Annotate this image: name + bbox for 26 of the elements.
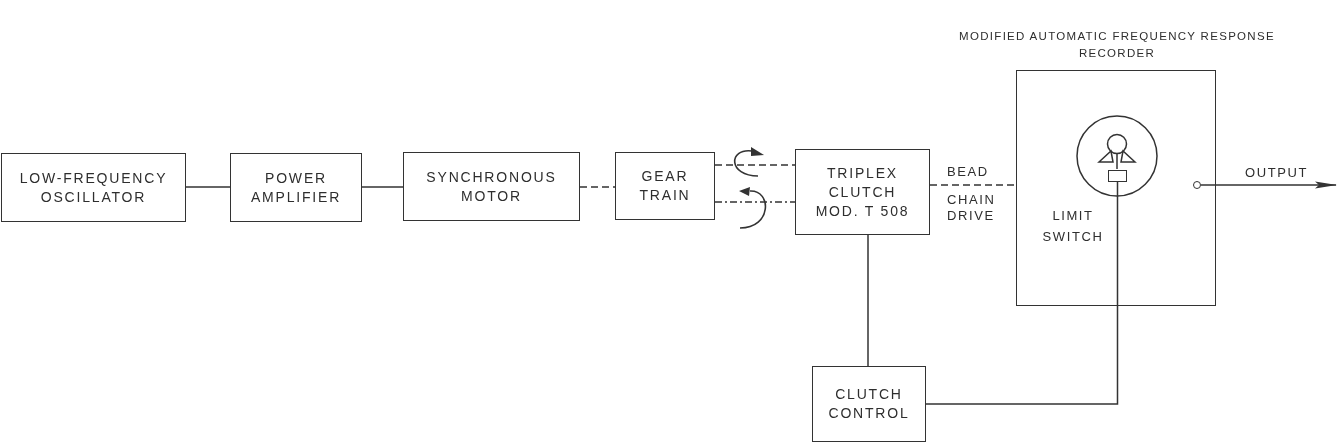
component-label: LIMIT SWITCH: [1041, 207, 1105, 246]
process-box: [230, 153, 362, 222]
box-label: CLUTCH CONTROL: [827, 385, 911, 423]
dashed-connector: [714, 201, 796, 203]
limit-switch: [1108, 170, 1127, 182]
edge-label: BEAD CHAIN DRIVE: [947, 164, 993, 224]
process-box: [1, 153, 186, 222]
connector: [925, 181, 1119, 405]
box-label: SYNCHRONOUS MOTOR: [425, 167, 558, 206]
recorder-title: MODIFIED AUTOMATIC FREQUENCY RESPONSE RECORDER: [958, 29, 1276, 61]
process-box: [812, 366, 926, 442]
box-label: TRIPLEX CLUTCH MOD. T 508: [814, 163, 911, 221]
connector: [361, 186, 404, 188]
arrow: [1200, 181, 1337, 189]
dashed-connector: [714, 164, 796, 166]
connector: [185, 186, 231, 188]
connector: [867, 234, 869, 367]
box-label: POWER AMPLIFIER: [249, 168, 343, 207]
dashed-connector: [929, 184, 1017, 186]
dashed-connector: [579, 186, 616, 188]
output-terminal: [1193, 181, 1201, 189]
box-label: LOW-FREQUENCY OSCILLATOR: [18, 168, 169, 207]
process-box: [403, 152, 580, 221]
box-label: GEAR TRAIN: [638, 167, 692, 205]
process-box: [795, 149, 930, 235]
process-box: [615, 152, 715, 220]
